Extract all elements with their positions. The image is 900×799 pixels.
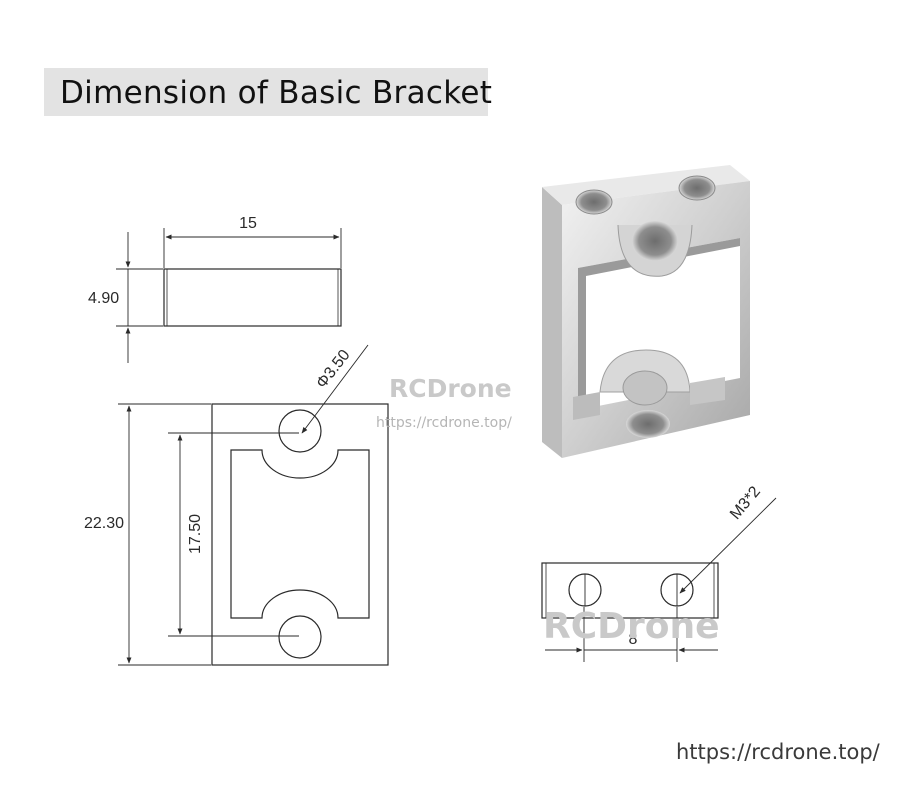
diameter-leader <box>301 344 369 434</box>
dim-label-thickness: 4.90 <box>88 290 119 307</box>
watermark-url: https://rcdrone.top/ <box>376 415 512 431</box>
page-title: Dimension of Basic Bracket <box>60 75 493 111</box>
top-hole <box>278 409 322 453</box>
dim-label-thread: M3*2 <box>727 483 764 523</box>
bottom-hole <box>278 615 322 659</box>
title-banner: Dimension of Basic Bracket <box>44 68 492 116</box>
top-view <box>116 228 342 363</box>
front-view <box>118 344 389 666</box>
watermark-brand-large: RCDrone <box>543 606 720 647</box>
dim-label-height: 22.30 <box>84 515 124 532</box>
footer-url: https://rcdrone.top/ <box>676 740 880 764</box>
top-view-outline <box>163 268 342 327</box>
dim-label-diameter: Φ3.50 <box>313 347 353 392</box>
side-view-outline <box>541 562 719 619</box>
side-view <box>541 497 777 662</box>
dim-label-8: 8 <box>629 631 638 648</box>
watermark-brand: RCDrone <box>389 374 512 403</box>
dim-label-15: 15 <box>239 215 257 232</box>
thread-leader <box>679 497 777 594</box>
dim-label-spacing: 17.50 <box>187 514 204 554</box>
front-view-outline <box>211 403 389 666</box>
front-view-window <box>230 449 370 619</box>
bracket-photo <box>542 165 750 458</box>
